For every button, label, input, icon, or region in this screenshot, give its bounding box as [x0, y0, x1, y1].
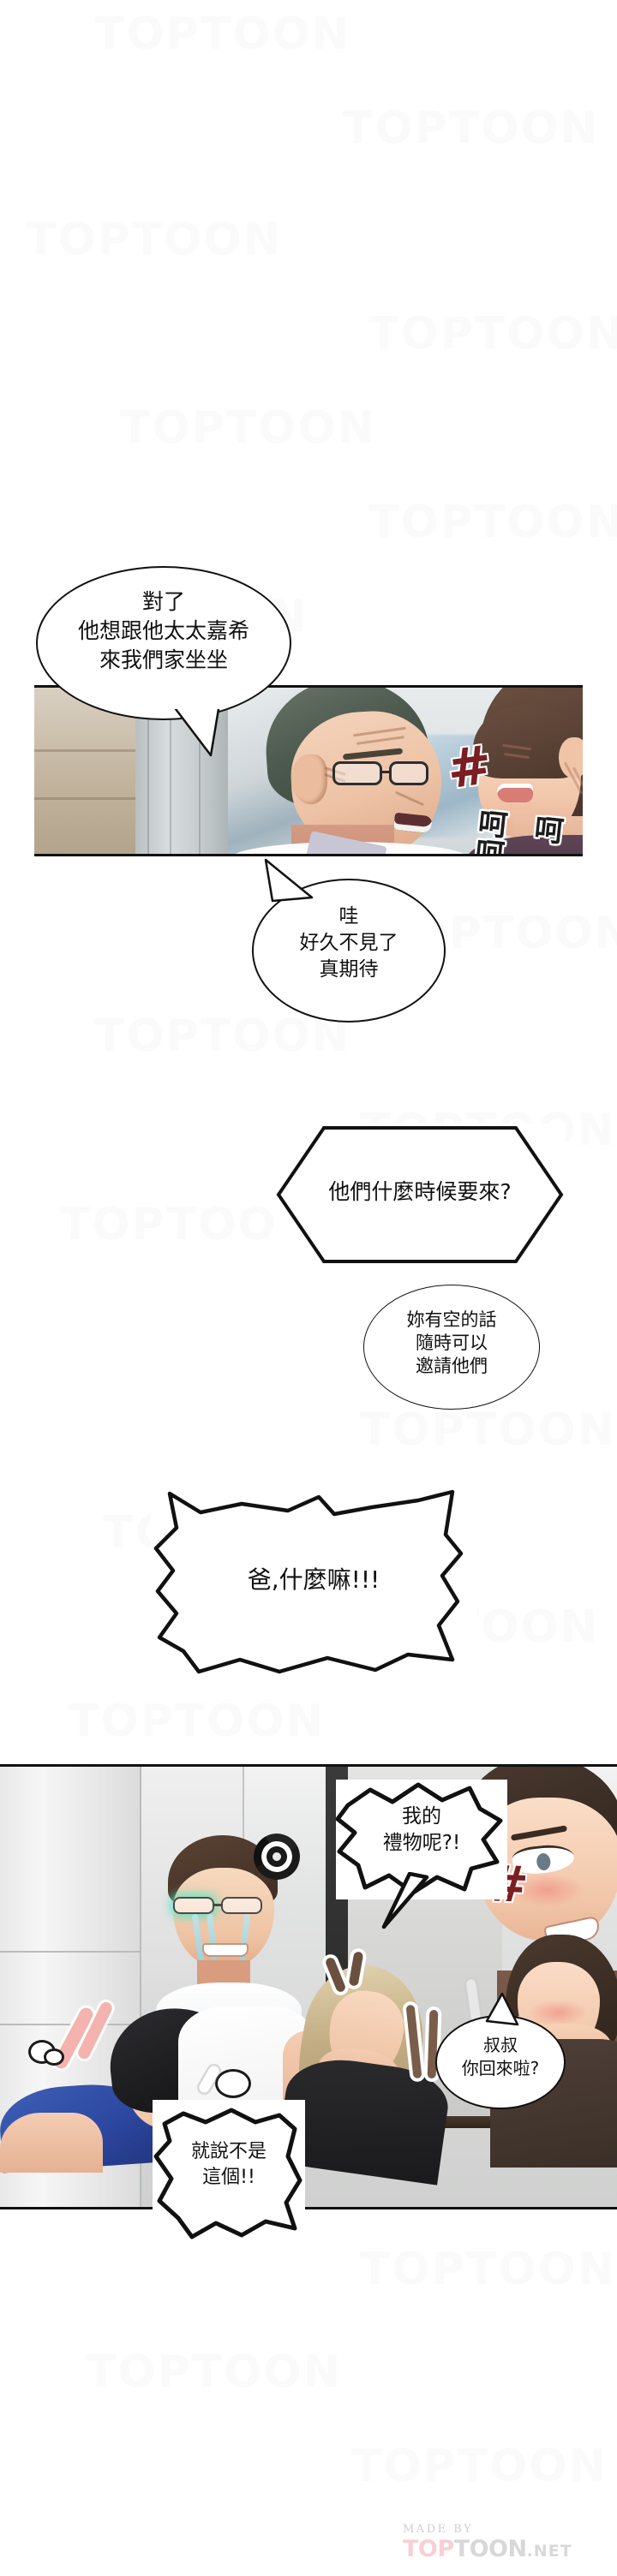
speech-bubble-7-tail [485, 1992, 519, 2026]
laughter-sfx: 呵 呵 呵 [473, 806, 574, 856]
watermark-tile: TOPTOON [26, 214, 283, 265]
watermark-tile: TOPTOON [351, 2441, 608, 2492]
man-glasses [332, 761, 444, 787]
watermark-tile: TOPTOON [120, 402, 377, 454]
speech-bubble-6 [336, 1780, 507, 1899]
watermark-tile: TOPTOON [69, 1696, 326, 1747]
motion-puff-icon [218, 2072, 249, 2096]
boy-blush [511, 1873, 584, 1907]
watermark-tile: TOPTOON [368, 308, 617, 360]
speech-bubble-5-text: 爸,什麼嘛!!! [247, 1565, 380, 1594]
comic-panel-kitchen-scene: # [0, 1764, 617, 2209]
watermark-tile: TOPTOON [86, 2346, 343, 2398]
woman-ear [559, 737, 583, 778]
watermark-tile: TOPTOON [360, 2244, 617, 2295]
speech-bubble-7-text: 叔叔 你回來啦? [461, 2035, 540, 2078]
older-man-glasses [173, 1897, 274, 1916]
made-by-label: Made by [403, 2523, 474, 2536]
woman-mouth [497, 784, 533, 802]
anger-vein-icon: # [443, 732, 496, 802]
speech-bubble-2-tail [264, 858, 314, 903]
brand-top-text: TOP [403, 2536, 454, 2562]
brand-toon-text: TOON [453, 2536, 527, 2562]
woman-purple-top [467, 835, 583, 854]
man-ear [291, 754, 327, 804]
speech-bubble-8-text: 就說不是 這個!! [190, 2141, 267, 2188]
watermark-tile: TOPTOON [94, 9, 351, 60]
speech-bubble-5 [151, 1475, 476, 1694]
speech-bubble-2 [252, 879, 446, 1023]
speech-bubble-4 [363, 1285, 540, 1410]
blue-dress-woman-arm [0, 2113, 103, 2173]
watermark-tile: TOPTOON [360, 1404, 617, 1456]
speech-bubble-3-text: 他們什麼時候要來? [328, 1179, 512, 1204]
older-man-teeth [202, 1943, 249, 1957]
motion-puff-icon [46, 2051, 62, 2063]
speech-bubble-4-text: 妳有空的話 隨時可以 邀請他們 [406, 1309, 497, 1376]
watermark-tile: TOPTOON [343, 103, 600, 154]
speech-bubble-6-text: 我的 禮物呢?! [382, 1805, 461, 1855]
watermark-tile: TOPTOON [368, 497, 617, 548]
speech-bubble-2-text: 哇 好久不見了 真期待 [299, 905, 398, 981]
toptoon-watermark: Made by TOPTOON.NET [403, 2523, 572, 2561]
speech-bubble-1-text: 對了 他想跟他太太嘉希 來我們家坐坐 [77, 589, 249, 672]
speech-bubble-1 [36, 566, 291, 720]
speech-bubble-7 [435, 2015, 566, 2109]
comic-panel-street-scene: # 呵 呵 呵 [34, 685, 583, 856]
speech-bubble-6-tail [381, 1872, 429, 1929]
speech-bubble-1-tail [171, 702, 221, 757]
speech-bubble-3 [274, 1124, 566, 1266]
watermark-tile: TOPTOON [94, 1011, 351, 1062]
right-woman-blush [528, 2000, 588, 2025]
toptoon-brand-logo: TOPTOON.NET [403, 2537, 572, 2561]
speech-bubble-8 [153, 2100, 305, 2247]
brand-net-text: .NET [526, 2542, 572, 2561]
